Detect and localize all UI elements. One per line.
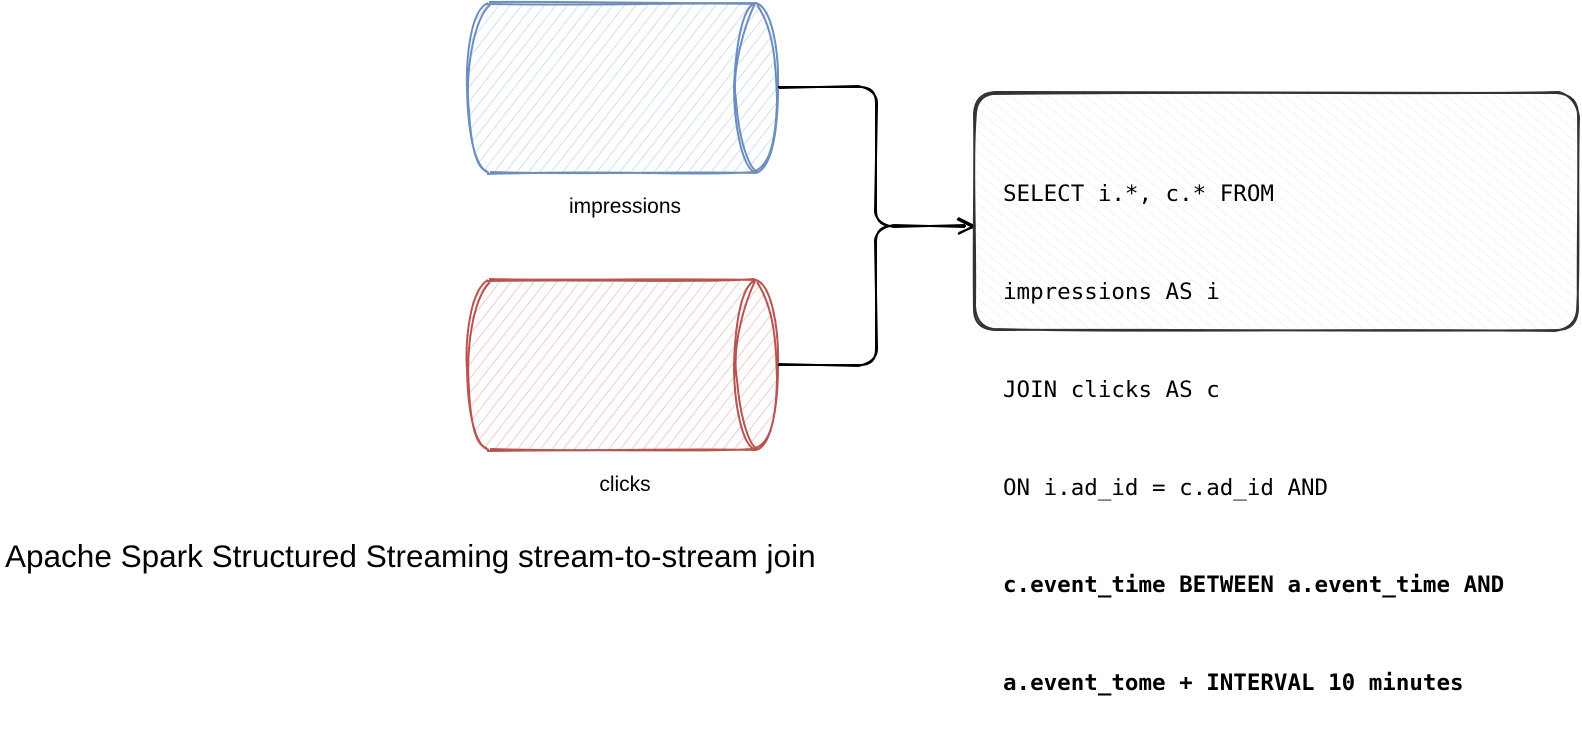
sql-line-interval: a.event_tome + INTERVAL 10 minutes <box>1003 670 1464 697</box>
clicks-label: clicks <box>599 473 651 496</box>
query-box-outline <box>972 90 1581 333</box>
impressions-stream-cylinder <box>465 0 780 175</box>
diagram-caption: Apache Spark Structured Streaming stream… <box>5 538 816 574</box>
sql-line-join: JOIN clicks AS c <box>1003 376 1220 403</box>
sql-line-select: SELECT i.*, c.* FROM <box>1003 181 1274 208</box>
sql-line-on: ON i.ad_id = c.ad_id AND <box>1003 474 1329 501</box>
query-box <box>972 90 1581 333</box>
sql-line-impressions: impressions AS i <box>1003 278 1220 305</box>
impressions-end-cap <box>732 2 780 174</box>
join-diagram <box>465 0 1581 452</box>
clicks-to-query-edge <box>778 223 966 368</box>
sql-query-text: SELECT i.*, c.* FROM impressions AS i JO… <box>1003 113 1504 732</box>
impressions-outline <box>465 0 758 175</box>
impressions-label: impressions <box>568 195 682 218</box>
clicks-stream-cylinder <box>465 278 780 452</box>
clicks-outline <box>465 278 758 452</box>
impressions-to-query-edge <box>778 84 966 229</box>
clicks-end-cap <box>732 279 780 451</box>
sql-line-between: c.event_time BETWEEN a.event_time AND <box>1003 572 1505 599</box>
